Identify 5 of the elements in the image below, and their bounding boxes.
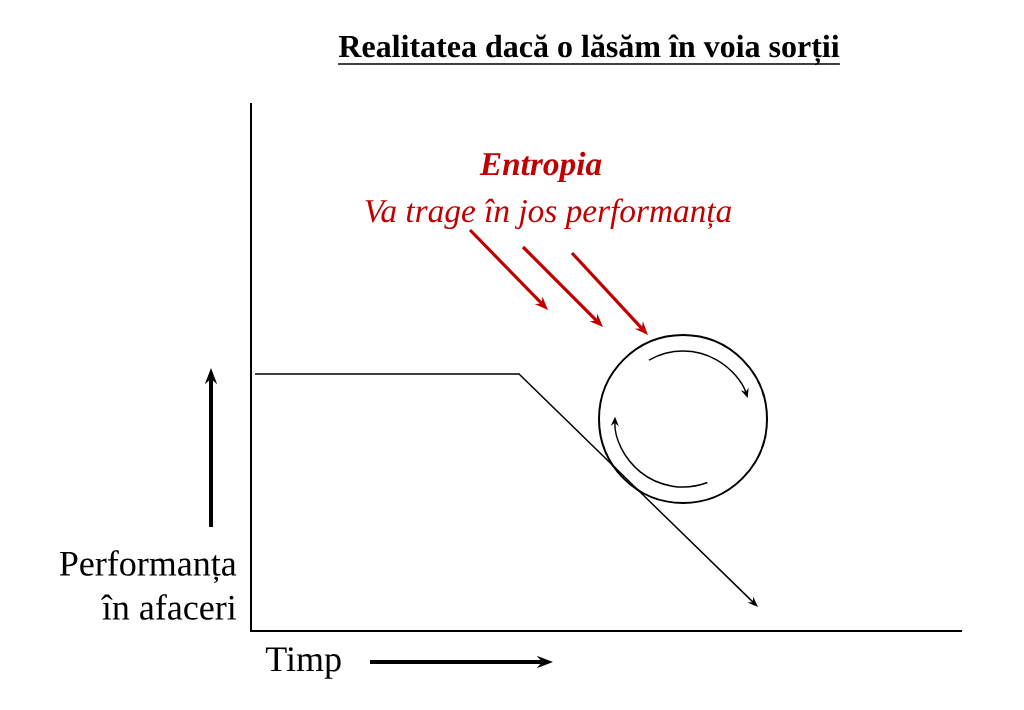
- axis-label: Timp: [265, 647, 341, 679]
- caption: Va trage în jos performanța: [365, 198, 731, 230]
- heading: Entropia: [479, 151, 602, 183]
- axis-label: Performanța în afaceri: [59, 550, 237, 620]
- title: Realitatea dacă o lăsăm în voia sorții: [337, 34, 841, 66]
